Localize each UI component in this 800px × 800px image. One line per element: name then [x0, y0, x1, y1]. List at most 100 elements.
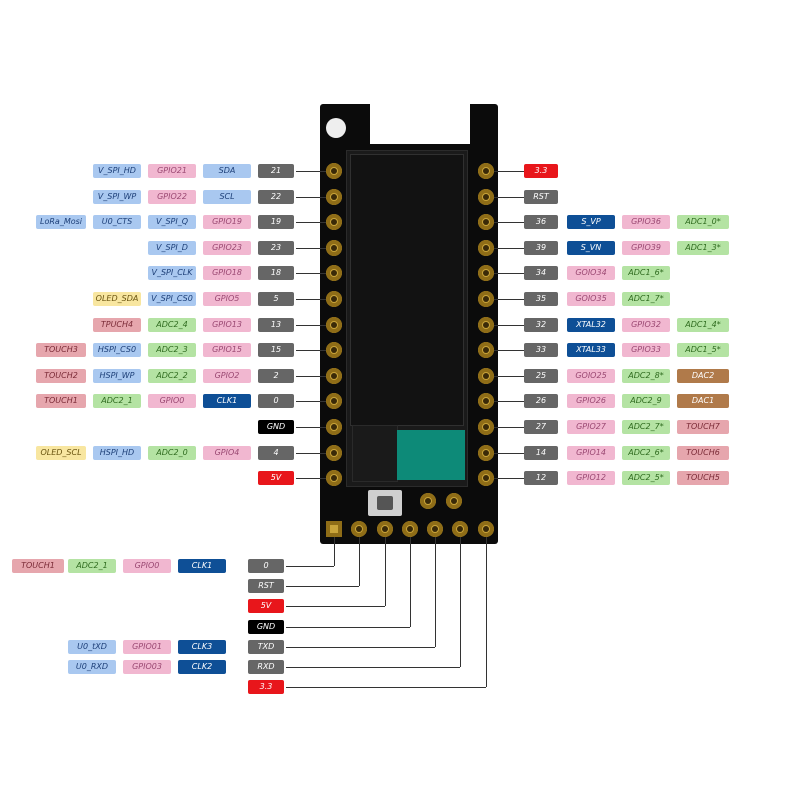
header-pin — [446, 493, 462, 509]
pin-label: TPUCH4 — [93, 318, 141, 332]
connector-line — [296, 453, 326, 454]
connector-line — [296, 248, 326, 249]
connector-line — [286, 687, 486, 688]
pin-label: 13 — [258, 318, 294, 332]
header-pin — [478, 521, 494, 537]
pin-label: RXD — [248, 660, 284, 674]
connector-line — [286, 627, 410, 628]
connector-line — [286, 586, 359, 587]
pin-label: GPIO0 — [123, 559, 171, 573]
pin-label: ADC1_4* — [677, 318, 729, 332]
connector-line — [286, 566, 334, 567]
header-pin — [452, 521, 468, 537]
pin-label: S_VP — [567, 215, 615, 229]
pin-label: U0_CTS — [93, 215, 141, 229]
pin-label: ADC2_5* — [622, 471, 670, 485]
pin-label: 14 — [524, 446, 558, 460]
header-pin — [326, 265, 342, 281]
pin-label: GPIO23 — [203, 241, 251, 255]
pin-label: HSPI_CS0 — [93, 343, 141, 357]
header-pin — [478, 163, 494, 179]
connector-line — [296, 222, 326, 223]
pin-label: GPIO15 — [203, 343, 251, 357]
reset-button — [377, 496, 393, 510]
pin-label: TOUCH7 — [677, 420, 729, 434]
oled-panel-outline — [352, 425, 398, 482]
header-pin — [478, 291, 494, 307]
pin-label: ADC2_7* — [622, 420, 670, 434]
connector-line — [494, 197, 524, 198]
pin-label: LoRa_Mosi — [36, 215, 86, 229]
pin-label: V_SPI_CS0 — [148, 292, 196, 306]
header-pin — [326, 368, 342, 384]
pin-label: ADC2_6* — [622, 446, 670, 460]
pin-label: RST — [524, 190, 558, 204]
header-pin — [402, 521, 418, 537]
pin-label: 18 — [258, 266, 294, 280]
pin-label: CLK1 — [178, 559, 226, 573]
header-pin — [478, 368, 494, 384]
header-pin — [351, 521, 367, 537]
pin-label: V_SPI_HD — [93, 164, 141, 178]
pin-label: ADC1_0* — [677, 215, 729, 229]
connector-line — [494, 478, 524, 479]
pin-label: GPIO12 — [567, 471, 615, 485]
pin-label: XTAL32 — [567, 318, 615, 332]
pin-label: XTAL33 — [567, 343, 615, 357]
pin-label: GPIO03 — [123, 660, 171, 674]
header-pin — [427, 521, 443, 537]
connector-line — [410, 537, 411, 627]
header-pin — [326, 470, 342, 486]
pin-label: GPIO19 — [203, 215, 251, 229]
pin-label: 35 — [524, 292, 558, 306]
pin-label: GPIO0 — [148, 394, 196, 408]
connector-line — [486, 537, 487, 687]
pin-label: 27 — [524, 420, 558, 434]
pin-label: TOUCH2 — [36, 369, 86, 383]
header-pin — [326, 521, 342, 537]
header-pin — [326, 393, 342, 409]
pin-label: ADC1_6* — [622, 266, 670, 280]
header-pin — [326, 163, 342, 179]
pin-label: ADC2_9 — [622, 394, 670, 408]
pin-label: ADC2_3 — [148, 343, 196, 357]
pin-label: GOIO35 — [567, 292, 615, 306]
pin-label: CLK1 — [203, 394, 251, 408]
pin-label: OLED_SCL — [36, 446, 86, 460]
pin-label: GPIO22 — [148, 190, 196, 204]
pin-label: 26 — [524, 394, 558, 408]
pin-label: HSPI_WP — [93, 369, 141, 383]
connector-line — [296, 197, 326, 198]
pin-label: SCL — [203, 190, 251, 204]
pin-label: CLK2 — [178, 660, 226, 674]
pin-label: GPIO21 — [148, 164, 196, 178]
pin-label: OLED_SDA — [93, 292, 141, 306]
pin-label: 15 — [258, 343, 294, 357]
header-pin — [377, 521, 393, 537]
pin-label: ADC1_7* — [622, 292, 670, 306]
header-pin — [478, 393, 494, 409]
pin-label: ADC1_5* — [677, 343, 729, 357]
pin-label: 5V — [258, 471, 294, 485]
header-pin — [478, 445, 494, 461]
connector-line — [385, 537, 386, 606]
pin-label: GOIO25 — [567, 369, 615, 383]
pin-label: ADC2_1 — [68, 559, 116, 573]
pin-label: DAC2 — [677, 369, 729, 383]
pin-label: V_SPI_CLK — [148, 266, 196, 280]
header-pin — [326, 342, 342, 358]
connector-line — [494, 453, 524, 454]
pin-label: GPIO39 — [622, 241, 670, 255]
pin-label: 34 — [524, 266, 558, 280]
connector-line — [296, 427, 326, 428]
connector-line — [494, 299, 524, 300]
pin-label: GPIO32 — [622, 318, 670, 332]
connector-line — [494, 171, 524, 172]
header-pin — [326, 419, 342, 435]
pin-label: 21 — [258, 164, 294, 178]
pin-label: GPIO4 — [203, 446, 251, 460]
oled-screen — [350, 154, 464, 426]
header-pin — [326, 240, 342, 256]
pin-label: SDA — [203, 164, 251, 178]
connector-line — [494, 350, 524, 351]
